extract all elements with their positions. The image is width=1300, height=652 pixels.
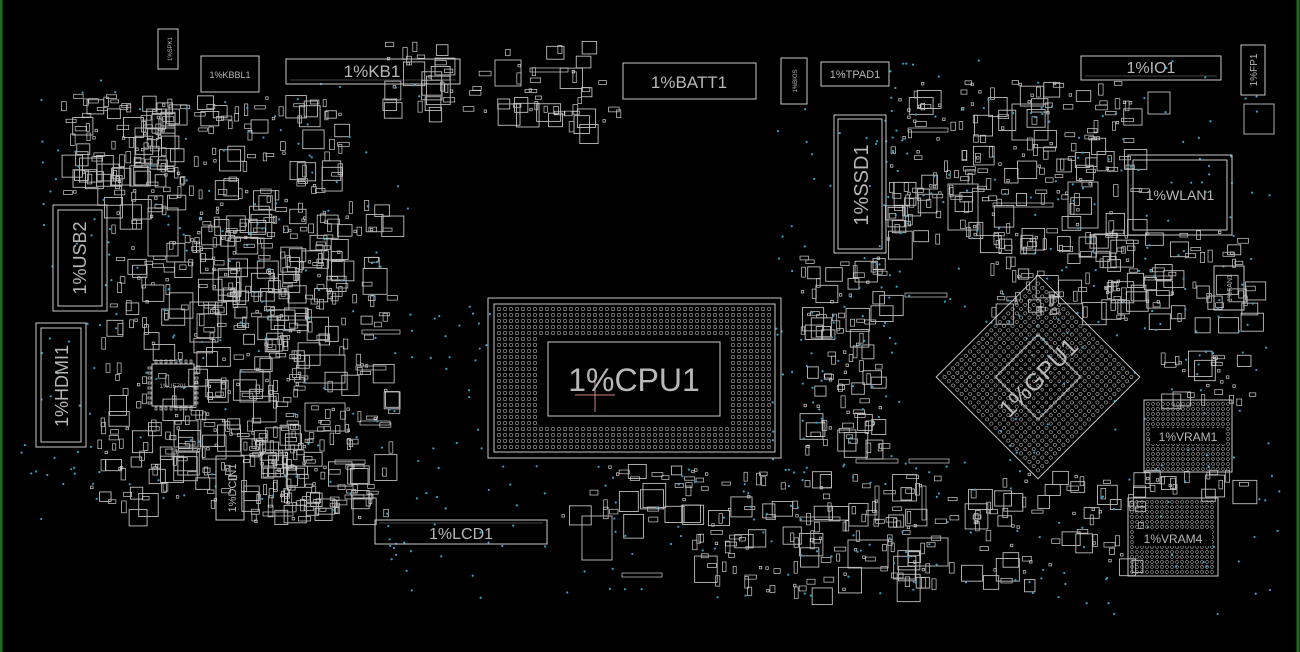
vram1-package[interactable]: 1%VRAM1 <box>1143 399 1233 473</box>
dcin1-label: 1%DCIN1 <box>227 464 239 513</box>
kbbl1-label: 1%KBBL1 <box>209 70 250 80</box>
gpu1-ball-grid <box>942 281 1134 473</box>
bios-chip[interactable]: 1%BIOS <box>780 57 808 105</box>
usb2-label: 1%USB2 <box>70 221 90 294</box>
wlan1-connector[interactable]: 1%WLAN1 <box>1127 154 1233 236</box>
kb1-connector[interactable]: 1%KB1 <box>285 58 461 85</box>
tpad1-label: 1%TPAD1 <box>830 69 881 81</box>
lcd1-label: 1%LCD1 <box>429 526 493 543</box>
lcd1-connector[interactable]: 1%LCD1 <box>374 519 548 545</box>
fan1-connector[interactable]: 1%FAN1 <box>1213 265 1245 311</box>
vram4-package[interactable]: 1%VRAM4 <box>1127 497 1219 577</box>
ue701-label: 1%UE701 <box>159 384 187 390</box>
vram1-label: 1%VRAM1 <box>1159 430 1218 444</box>
cpu1-ball-grid <box>496 306 771 449</box>
batt1-label: 1%BATT1 <box>651 73 727 92</box>
vias-layer <box>20 59 1281 616</box>
small-components-layer <box>61 40 1275 606</box>
vram1-ball-grid <box>1146 402 1230 471</box>
batt1-connector[interactable]: 1%BATT1 <box>622 62 757 100</box>
spk1-connector[interactable]: 1%SPK1 <box>157 28 179 70</box>
usb2-connector[interactable]: 1%USB2 <box>52 204 108 312</box>
dcin1-connector[interactable]: 1%DCIN1 <box>215 455 245 521</box>
ssd1-connector[interactable]: 1%SSD1 <box>833 114 887 254</box>
fan1-label: 1%FAN1 <box>1227 274 1234 302</box>
ue701-pads <box>147 359 199 411</box>
kb1-label: 1%KB1 <box>344 62 401 81</box>
kbbl1-connector[interactable]: 1%KBBL1 <box>200 55 260 93</box>
ue701-chip[interactable]: 1%UE701 <box>147 359 199 411</box>
cpu1-label: 1%CPU1 <box>568 362 700 398</box>
gpu1-package[interactable]: 1%GPU1 <box>935 274 1141 480</box>
wlan1-label: 1%WLAN1 <box>1146 187 1215 203</box>
hdmi1-label: 1%HDMI1 <box>52 345 72 427</box>
bios-label: 1%BIOS <box>793 69 799 92</box>
gpu1-label: 1%GPU1 <box>994 333 1084 423</box>
hdmi1-connector[interactable]: 1%HDMI1 <box>35 322 87 448</box>
vram4-label: 1%VRAM4 <box>1144 532 1203 546</box>
io1-connector[interactable]: 1%IO1 <box>1080 55 1222 81</box>
io1-label: 1%IO1 <box>1127 60 1176 77</box>
fp1-label: 1%FP1 <box>1249 53 1260 86</box>
tpad1-connector[interactable]: 1%TPAD1 <box>820 61 890 87</box>
cpu1-package[interactable]: 1%CPU1 <box>487 297 782 459</box>
ssd1-label: 1%SSD1 <box>851 144 873 225</box>
fp1-connector[interactable]: 1%FP1 <box>1240 44 1266 96</box>
spk1-label: 1%SPK1 <box>168 36 174 61</box>
